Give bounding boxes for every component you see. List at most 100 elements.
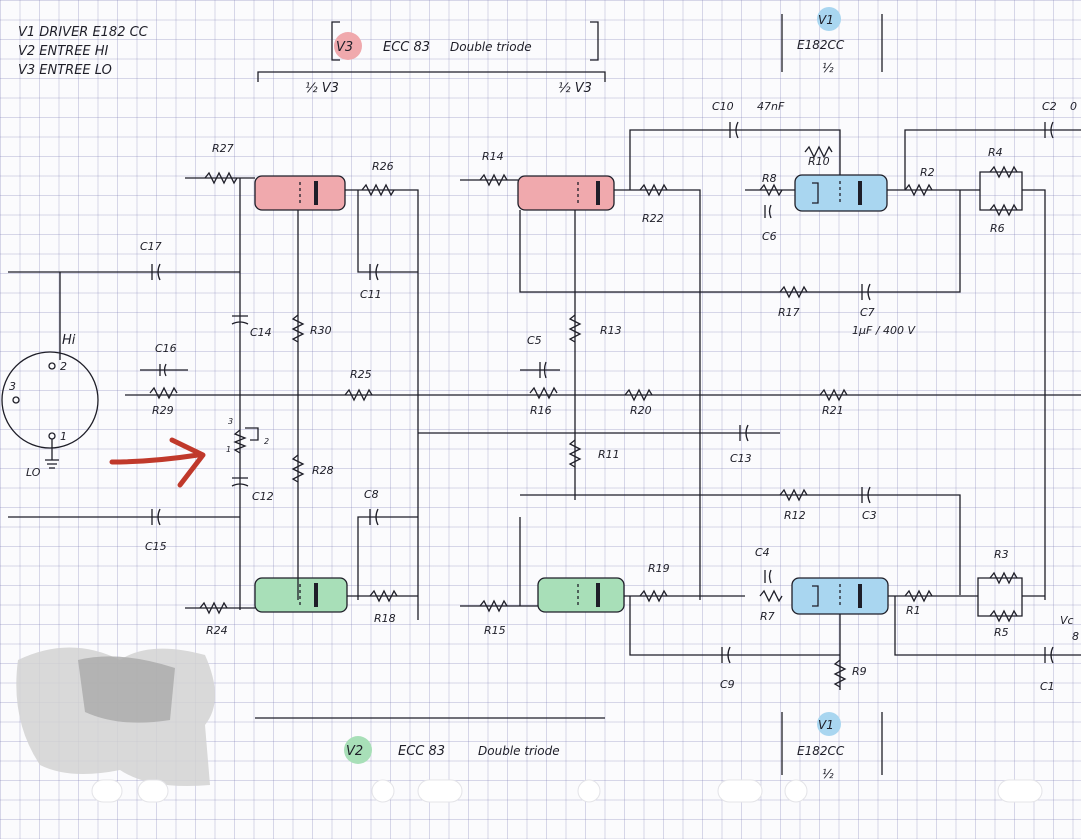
- label-r5: R5: [994, 626, 1009, 639]
- v2-desc: Double triode: [478, 744, 560, 758]
- r26-symbol: [361, 183, 395, 197]
- c7-symbol: [861, 283, 871, 301]
- label-c17: C17: [140, 240, 162, 253]
- label-c1: C1: [1040, 680, 1055, 693]
- label-r28: R28: [312, 464, 334, 477]
- tube-v3b: [517, 175, 615, 211]
- label-bottom-right-edge-a: Vc: [1060, 614, 1074, 627]
- r30-symbol: [291, 314, 305, 343]
- c2-symbol: [1044, 121, 1054, 139]
- label-r1: R1: [906, 604, 921, 617]
- label-r19: R19: [648, 562, 670, 575]
- label-r29: R29: [152, 404, 174, 417]
- r3-symbol: [989, 571, 1018, 585]
- label-c4: C4: [755, 546, 770, 559]
- label-r3: R3: [994, 548, 1009, 561]
- c9-symbol: [721, 646, 731, 664]
- r2-symbol: [904, 183, 933, 197]
- label-r14: R14: [482, 150, 504, 163]
- r6-symbol: [989, 203, 1018, 217]
- r9-symbol: [833, 659, 847, 688]
- c15-symbol: [151, 508, 161, 526]
- label-top-right-edge: 0: [1070, 100, 1077, 113]
- v1-half-top: ½: [822, 61, 834, 75]
- label-c9: C9: [720, 678, 735, 691]
- input-connector: Hi LO 2 1 3: [1, 333, 99, 479]
- label-c7: C7: [860, 306, 875, 319]
- connector-pin-3: 3: [9, 380, 16, 393]
- label-r12: R12: [784, 509, 806, 522]
- label-c7-value: 1µF / 400 V: [852, 324, 917, 337]
- r22-symbol: [639, 183, 668, 197]
- label-r10: R10: [808, 155, 830, 168]
- connector-hi-label: Hi: [62, 333, 76, 348]
- r21-symbol: [819, 388, 848, 402]
- label-r13: R13: [600, 324, 622, 337]
- r25-symbol: [344, 388, 373, 402]
- r16-symbol: [529, 386, 558, 400]
- c16-symbol: [140, 363, 188, 377]
- label-r2: R2: [920, 166, 935, 179]
- tube-v1a: [794, 174, 888, 212]
- c5-symbol: [520, 361, 560, 379]
- label-c15: C15: [145, 540, 167, 553]
- r28-symbol: [291, 454, 305, 483]
- pot-pin-1: 1: [226, 445, 231, 454]
- label-r15: R15: [484, 624, 506, 637]
- connector-pin-2: 2: [60, 360, 67, 373]
- tube-v1b: [791, 577, 889, 615]
- wiring: [8, 129, 1081, 690]
- connector-lo-label: LO: [26, 466, 41, 479]
- label-c14: C14: [250, 326, 272, 339]
- r10-symbol: [804, 145, 833, 159]
- label-r7: R7: [760, 610, 775, 623]
- legend-line-2: V2 ENTREE HI: [18, 44, 109, 59]
- c1-symbol: [1044, 646, 1054, 664]
- r14-symbol: [479, 173, 508, 187]
- label-r8: R8: [762, 172, 777, 185]
- capacitor-labels: C10 47nF C2 0 C6 C17 C11 C7 1µF / 400 V …: [140, 100, 1079, 693]
- label-c10: C10: [712, 100, 734, 113]
- c14-symbol: [231, 315, 249, 325]
- c6-symbol: [764, 204, 772, 219]
- v3-header: V3 ECC 83 Double triode ½ V3 ½ V3: [257, 21, 606, 96]
- label-r6: R6: [990, 222, 1005, 235]
- label-bottom-right-edge-b: 8: [1072, 630, 1079, 643]
- v1-half-bottom: ½: [822, 767, 834, 781]
- v1-badge-top: V1: [818, 13, 834, 27]
- v2-badge: V2: [346, 744, 363, 759]
- potentiometer: 3 1 2: [226, 417, 269, 454]
- label-r24: R24: [206, 624, 228, 637]
- v1-footer: V1 E182CC ½: [781, 712, 883, 781]
- r17-symbol: [779, 285, 808, 299]
- label-r11: R11: [598, 448, 620, 461]
- c17-symbol: [151, 263, 161, 281]
- label-c10-value: 47nF: [757, 100, 785, 113]
- v3-half-right: ½ V3: [558, 81, 592, 96]
- resistor-labels: R27 R26 R14 R22 R10 R8 R2 R4 R6 R30 R13 …: [152, 142, 1009, 678]
- capacitor-shapes: [140, 121, 1054, 664]
- v3-bracket: [257, 71, 606, 82]
- v1-type-top: E182CC: [797, 38, 845, 52]
- label-c12: C12: [252, 490, 274, 503]
- r18-symbol: [369, 589, 398, 603]
- label-r26: R26: [372, 160, 394, 173]
- r11-symbol: [568, 439, 582, 468]
- v1-type-bottom: E182CC: [797, 744, 845, 758]
- r8-symbol: [759, 183, 783, 197]
- label-r9: R9: [852, 665, 867, 678]
- label-r4: R4: [988, 146, 1003, 159]
- c11-symbol: [369, 263, 379, 281]
- r7-symbol: [759, 589, 783, 603]
- pot-pin-3: 3: [228, 417, 233, 426]
- r19-symbol: [639, 589, 668, 603]
- label-c8: C8: [364, 488, 379, 501]
- v3-badge: V3: [336, 40, 353, 55]
- r15-symbol: [479, 599, 508, 613]
- label-r21: R21: [822, 404, 844, 417]
- label-r17: R17: [778, 306, 800, 319]
- r12-symbol: [779, 488, 808, 502]
- tube-v2a: [254, 577, 348, 613]
- label-c6: C6: [762, 230, 777, 243]
